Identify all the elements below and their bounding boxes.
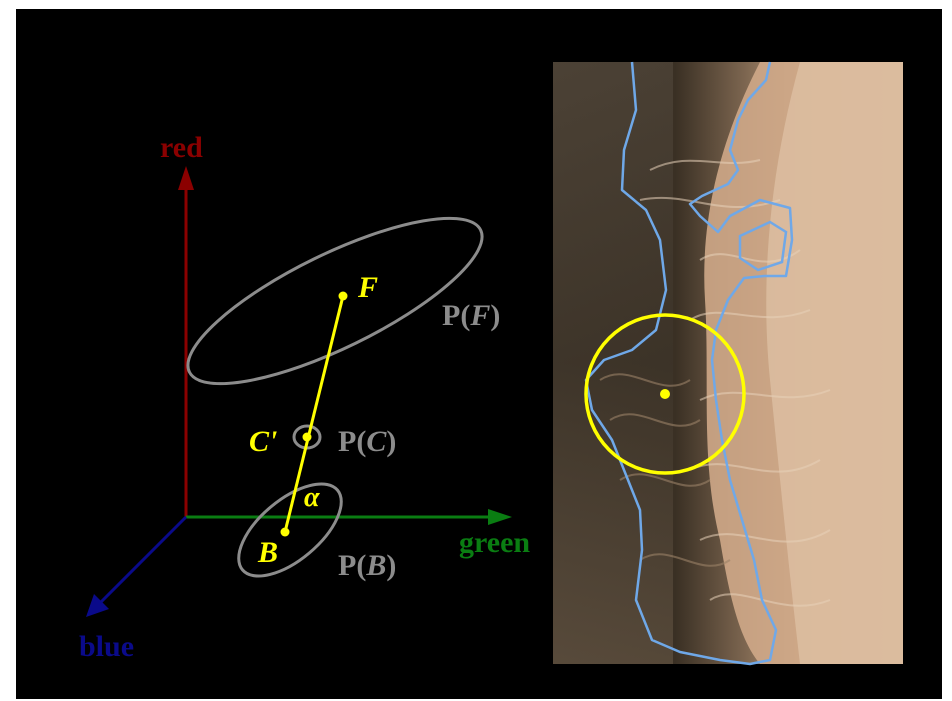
- point-F: [339, 292, 348, 301]
- label-PC: P(C): [338, 425, 396, 458]
- label-C: C': [249, 425, 277, 458]
- hair-photo: [553, 62, 903, 664]
- point-B: [281, 528, 290, 537]
- label-B: B: [257, 536, 278, 569]
- label-alpha: α: [304, 482, 320, 513]
- pixel-dot: [660, 389, 670, 399]
- label-F: F: [357, 271, 378, 304]
- label-PB: P(B): [338, 549, 396, 582]
- blue-axis-label: blue: [79, 630, 134, 663]
- green-axis-label: green: [459, 526, 530, 559]
- point-C: [303, 433, 312, 442]
- red-axis-label: red: [160, 131, 203, 164]
- label-PF: P(F): [442, 299, 500, 332]
